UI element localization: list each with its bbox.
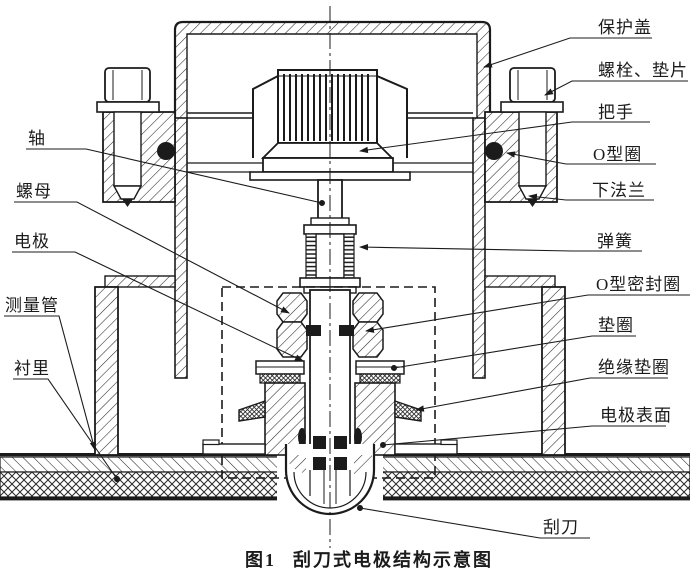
bolt-head-left	[104, 67, 151, 103]
label-measuring-tube: 测量管	[5, 296, 59, 315]
label-o-seal-ring: O型密封圈	[596, 275, 681, 294]
nut-left-upper	[276, 292, 308, 323]
bolt-right	[500, 67, 564, 207]
handle	[249, 69, 411, 181]
bolt-washer-right	[500, 101, 564, 113]
tip-seal-lower-right	[334, 457, 347, 470]
handle-knurl	[277, 69, 378, 144]
label-bolt-washer: 螺栓、垫片	[598, 61, 688, 80]
leader-lining	[13, 378, 120, 482]
label-electrode-surface: 电极表面	[600, 406, 672, 425]
leader-washer	[391, 335, 636, 371]
leader-handle	[359, 121, 650, 154]
label-insulating-washer: 绝缘垫圈	[598, 358, 670, 377]
cover-inner-outline	[186, 33, 478, 118]
o-ring-right	[485, 142, 503, 160]
tip-seal-lower-left	[313, 457, 326, 470]
electrode-assembly	[238, 289, 422, 471]
leader-shaft	[26, 148, 325, 206]
handle-bar	[262, 157, 394, 173]
tip-seal-upper-right	[334, 436, 347, 449]
protective-cover	[173, 20, 492, 118]
bolt-washer-left	[96, 101, 160, 113]
bolt-tip-right	[527, 199, 538, 207]
cover-outer-outline	[173, 20, 492, 118]
label-nut: 螺母	[16, 182, 52, 201]
leader-measuring-tube	[4, 315, 97, 451]
label-lining: 衬里	[14, 359, 50, 378]
spring-coil-right	[343, 233, 355, 279]
labels: 保护盖 螺栓、垫片 把手 O型圈 下法兰 弹簧 O型密封圈 垫圈 绝缘垫圈 电极…	[5, 18, 688, 537]
leader-o-ring	[506, 151, 656, 165]
bolt-left	[96, 67, 160, 207]
label-shaft: 轴	[28, 129, 46, 148]
o-seal-right	[339, 325, 354, 336]
bolt-shank-right	[518, 111, 547, 187]
nut-right-upper	[352, 292, 384, 323]
label-washer: 垫圈	[598, 316, 634, 335]
tip-seal-upper-left	[313, 436, 326, 449]
label-handle: 把手	[598, 103, 634, 122]
insulating-washer-left	[238, 400, 266, 422]
caption-title: 刮刀式电极结构示意图	[293, 549, 493, 570]
nut-right-lower	[352, 321, 384, 358]
o-seal-left	[306, 325, 321, 336]
measuring-tube-wall-left	[94, 286, 119, 456]
leader-bolt-washer	[544, 80, 688, 96]
bolt-shank-left	[113, 111, 142, 187]
flange-and-bolts	[96, 67, 564, 207]
leader-electrode	[12, 251, 304, 362]
nut-left-lower	[276, 321, 308, 358]
electrode-sleeve-right	[354, 382, 396, 456]
measuring-tube-wall-right	[541, 286, 566, 456]
label-lower-flange: 下法兰	[592, 181, 646, 200]
leader-electrode-surface	[380, 425, 666, 448]
casing-wall-left	[174, 117, 188, 379]
leader-spring	[359, 243, 642, 252]
figure-caption: 图1 刮刀式电极结构示意图	[245, 549, 493, 570]
label-protective-cover: 保护盖	[598, 18, 652, 37]
insulating-washer-right	[394, 400, 422, 422]
leader-insulating-washer	[415, 377, 668, 412]
leader-o-seal-ring	[365, 294, 690, 333]
pipe-clamp-steps	[202, 439, 458, 455]
bolt-tip-left	[122, 199, 133, 207]
spring-coil-left	[305, 233, 317, 279]
leader-scraper	[357, 505, 590, 539]
casing-wall-right	[472, 117, 486, 379]
handle-flare	[260, 142, 395, 159]
caption-number: 图1	[245, 550, 276, 570]
o-ring-left	[157, 142, 175, 160]
casing-lip-left	[104, 275, 176, 288]
leader-protective-cover	[483, 37, 652, 68]
bolt-head-right	[509, 67, 556, 103]
leader-lower-flange	[528, 193, 654, 201]
leader-nut	[14, 201, 290, 314]
label-scraper: 刮刀	[543, 518, 579, 537]
leader-lines	[4, 37, 690, 539]
casing-lip-right	[484, 275, 556, 288]
label-electrode: 电极	[14, 232, 50, 251]
label-o-ring: O型圈	[593, 145, 642, 164]
label-spring: 弹簧	[597, 232, 633, 251]
